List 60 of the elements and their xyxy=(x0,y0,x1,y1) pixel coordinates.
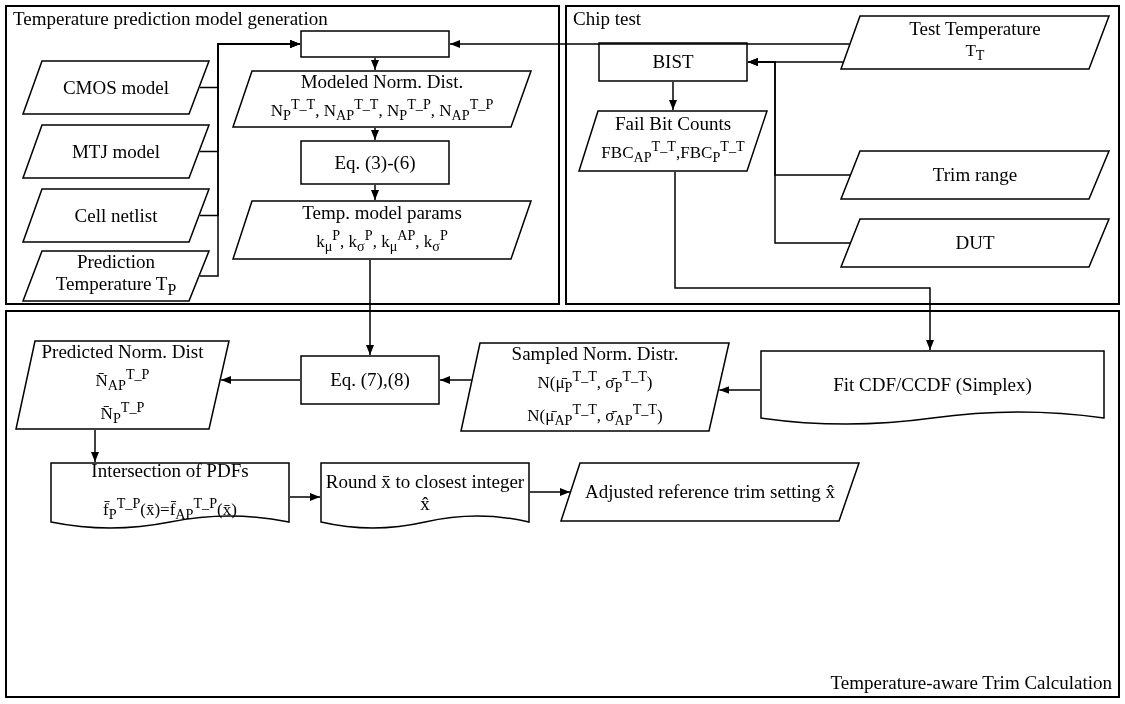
node-label: Trim range xyxy=(932,164,1018,186)
section-panel xyxy=(5,310,1120,698)
formula-text: N(μ̄$_{AP}$$^{T_T}$, σ̄$_{AP}$$^{T_T}$) xyxy=(527,400,663,431)
arrow xyxy=(674,171,934,351)
data-parallelogram xyxy=(22,188,210,243)
node-label: BIST xyxy=(652,51,694,73)
data-parallelogram xyxy=(232,70,532,128)
arrow xyxy=(199,40,301,277)
process-box xyxy=(300,140,450,185)
node-label: Adjusted reference trim setting x̂ xyxy=(584,481,836,503)
arrow xyxy=(366,259,374,356)
data-parallelogram xyxy=(840,15,1110,70)
node-label: Test Temperature xyxy=(909,18,1041,41)
formula-text: f̄$_{P}$$^{T_P}$(x̄)=f̄$_{AP}$$^{T_P}$(x̄) xyxy=(103,494,237,525)
data-parallelogram xyxy=(22,250,210,302)
data-parallelogram xyxy=(578,110,768,172)
arrow xyxy=(669,81,677,111)
data-parallelogram xyxy=(22,124,210,179)
formula-text: T$_{T}$ xyxy=(965,40,985,66)
section-title: Chip test xyxy=(573,8,642,30)
node-label: Fit CDF/CCDF (Simplex) xyxy=(833,374,1032,396)
node-label: MTJ model xyxy=(71,140,161,163)
node-label: Round x̄ to closest integer x̂ xyxy=(324,471,526,515)
data-parallelogram xyxy=(840,218,1110,268)
node-label: Eq. (7),(8) xyxy=(330,369,410,391)
node-label: Temp. model params xyxy=(302,202,462,225)
node-label: Sampled Norm. Distr. xyxy=(511,342,679,365)
arrow xyxy=(91,429,99,463)
data-parallelogram xyxy=(22,60,210,115)
formula-text: N(μ̄$_{P}$$^{T_T}$, σ̄$_{P}$$^{T_T}$) xyxy=(537,366,653,397)
arrow xyxy=(289,493,321,501)
data-parallelogram xyxy=(460,342,730,432)
section-title: Temperature prediction model generation xyxy=(13,8,328,30)
process-box xyxy=(598,42,748,82)
arrow xyxy=(747,58,851,244)
arrow xyxy=(371,57,379,71)
node-label: Intersection of PDFs xyxy=(91,460,249,483)
data-parallelogram xyxy=(840,150,1110,200)
data-parallelogram xyxy=(15,340,230,430)
node-label: Modeled Norm. Dist. xyxy=(300,71,464,94)
node-label: Cell netlist xyxy=(74,204,158,227)
node-label: CMOS model xyxy=(62,76,170,99)
data-parallelogram xyxy=(232,200,532,260)
arrow xyxy=(449,40,851,48)
arrow xyxy=(529,488,571,496)
node-label: Prediction Temperature T$_{P}$ xyxy=(54,251,178,300)
process-box xyxy=(300,30,450,58)
node-label: Fail Bit Counts xyxy=(614,113,732,136)
section-panel xyxy=(565,5,1120,305)
section-title: Temperature-aware Trim Calculation xyxy=(830,672,1112,694)
process-box xyxy=(300,355,440,405)
arrow xyxy=(371,184,379,201)
node-label: Predicted Norm. Dist xyxy=(41,340,204,363)
section-panel xyxy=(5,5,560,305)
node-label: Eq. (3)-(6) xyxy=(334,151,416,174)
arrow xyxy=(371,127,379,141)
arrow xyxy=(718,386,761,394)
arrow xyxy=(220,376,301,384)
data-parallelogram xyxy=(560,462,860,522)
node-label: DUT xyxy=(955,232,995,254)
